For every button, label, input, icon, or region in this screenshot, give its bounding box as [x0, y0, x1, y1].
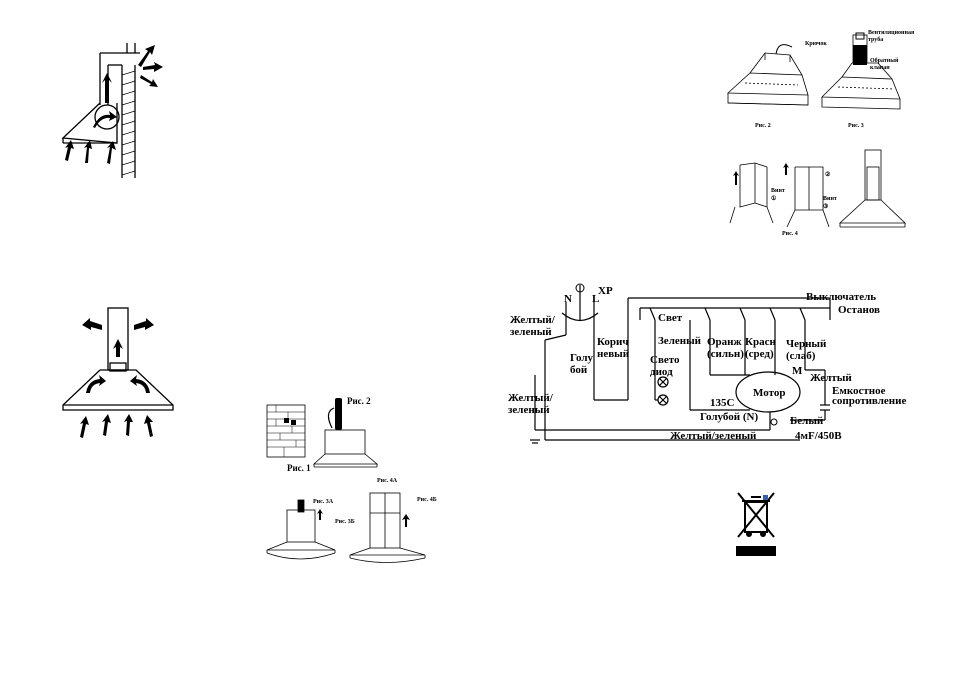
label-temp: 135C — [710, 397, 735, 409]
label-vent-pipe: Вентиляционная труба — [868, 30, 915, 43]
label-blue-n: Голубой (N) — [700, 411, 759, 423]
installation-fig-3-4: Рис. 3А Рис. 3Б Рис. 4А Рис. 4Б — [265, 475, 445, 565]
label-blue: Голу бой — [570, 352, 594, 376]
label-black: Черный (слаб) — [786, 338, 827, 362]
label-check-valve: Обратный клапан — [870, 58, 899, 71]
label-l: L — [592, 293, 600, 305]
installation-fig-1-2: Рис. 2 Рис. 1 — [262, 390, 387, 475]
label-capacitor: Емкостное сопротивление — [832, 385, 907, 407]
label-white: Белый — [790, 415, 824, 427]
label-switch: Выключатель — [806, 291, 877, 303]
fig-label-ris3b: Рис. 3Б — [335, 519, 355, 525]
airflow-diagram-wall — [55, 35, 175, 180]
hood-fig-4: Винт ① ② Винт ③ Рис. 4 — [725, 145, 910, 245]
label-vint3: Винт ③ — [823, 196, 837, 210]
label-vint2: ② — [825, 172, 831, 178]
fig-label-ris3: Рис. 3 — [848, 123, 864, 129]
fig-label-ris2: Рис. 2 — [347, 396, 371, 406]
label-brown: Корич невый — [597, 336, 630, 360]
label-yellow-green-2: Желтый/ зеленый — [508, 392, 553, 416]
fig-label-ris2-right: Рис. 2 — [755, 123, 771, 129]
hood-fig-2-3: Крючок Вентиляционная труба Обратный кла… — [720, 25, 915, 135]
label-yellow-green-3: Желтый/зеленый — [670, 430, 757, 442]
fig-label-ris4a: Рис. 4А — [377, 478, 398, 484]
fig-label-ris4b: Рис. 4Б — [417, 497, 437, 503]
weee-disposal-icon — [735, 490, 777, 556]
label-led: Свето диод — [650, 354, 680, 378]
fig-label-ris1: Рис. 1 — [287, 463, 311, 473]
label-vint1: Винт ① — [771, 188, 785, 202]
label-light: Свет — [658, 312, 683, 324]
label-red: Красн (сред) — [745, 336, 776, 360]
label-n: N — [564, 293, 572, 305]
label-xp: XP — [598, 285, 613, 297]
label-motor: Мотор — [753, 387, 786, 399]
label-yellow-green-1: Желтый/ зеленый — [510, 314, 555, 338]
label-stop: Останов — [838, 304, 880, 316]
label-yellow: Желтый — [810, 372, 852, 384]
fig-label-ris4: Рис. 4 — [782, 231, 798, 237]
wiring-diagram: XP N L Выключатель Останов Свет Желтый/ … — [500, 280, 920, 450]
label-orange: Оранж (сильн) — [707, 336, 744, 360]
fig-label-ris3a: Рис. 3А — [313, 499, 334, 505]
label-green: Зеленый — [658, 335, 702, 347]
label-hook: Крючок — [805, 41, 827, 47]
label-m: M — [792, 365, 803, 377]
label-cap-value: 4мF/450В — [795, 430, 842, 442]
airflow-diagram-chimney — [58, 305, 183, 445]
